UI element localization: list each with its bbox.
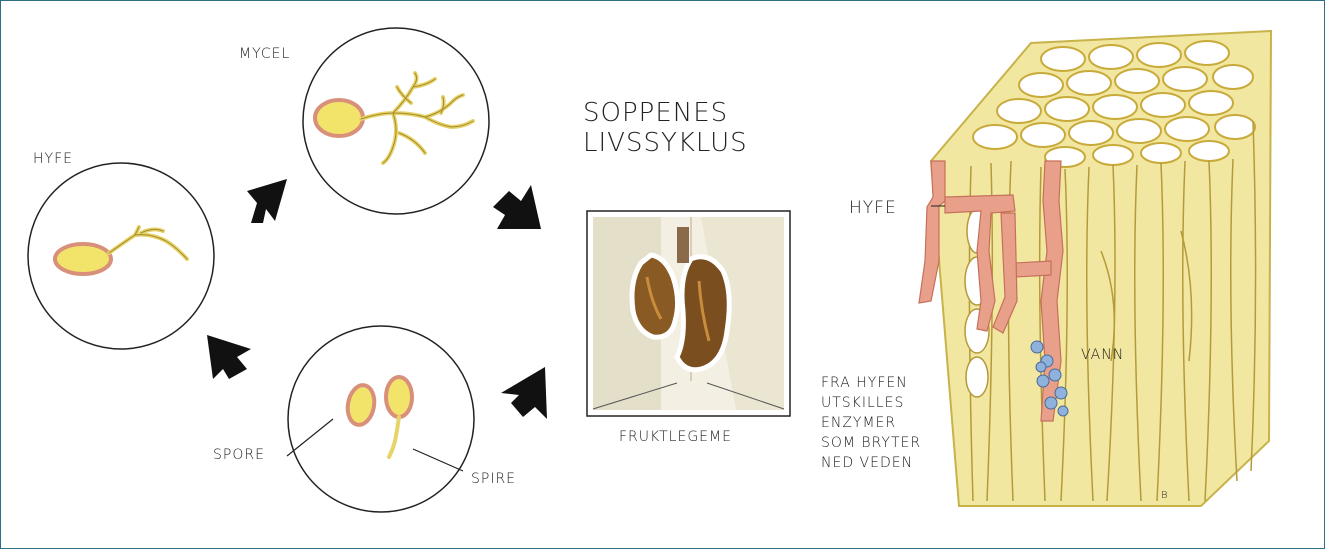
wood-block-illustration	[919, 31, 1271, 506]
label-hyfe-wood: HYFE	[849, 198, 897, 218]
enzyme-line-5: NED VEDEN	[821, 455, 913, 471]
enzyme-line-2: UTSKILLES	[821, 395, 904, 411]
label-mycel: MYCEL	[239, 46, 290, 62]
spore-stage	[287, 326, 474, 512]
spore-circle	[288, 326, 474, 512]
germinating-spore	[386, 377, 412, 417]
hyfe-stage	[28, 163, 214, 349]
label-hyfe-circle: HYFE	[33, 151, 73, 167]
hyfe-spore	[55, 244, 111, 274]
enzyme-caption: FRA HYFEN UTSKILLES ENZYMER SOM BRYTER N…	[821, 375, 921, 471]
title-line-1: SOPPENES	[583, 98, 728, 128]
title-line-2: LIVSSYKLUS	[583, 128, 748, 158]
label-fruktlegeme: FRUKTLEGEME	[619, 429, 732, 445]
mycel-spore	[315, 100, 363, 136]
arrow-hyfe-to-mycel	[247, 179, 287, 223]
arrow-fruit-to-spore	[501, 367, 547, 419]
label-vann: VANN	[1081, 347, 1124, 363]
label-spire: SPIRE	[471, 471, 516, 487]
artist-signature: B	[1161, 490, 1168, 501]
enzyme-line-1: FRA HYFEN	[821, 375, 908, 391]
arrow-fruit-to-mycel	[493, 185, 541, 229]
mycel-stage	[303, 28, 489, 214]
fruit-body-illustration	[587, 211, 790, 416]
arrow-spore-to-hyfe	[207, 335, 251, 379]
fruit-body-left	[632, 255, 678, 337]
enzyme-line-3: ENZYMER	[821, 415, 896, 431]
enzyme-line-4: SOM BRYTER	[821, 435, 921, 451]
label-spore: SPORE	[213, 447, 265, 463]
